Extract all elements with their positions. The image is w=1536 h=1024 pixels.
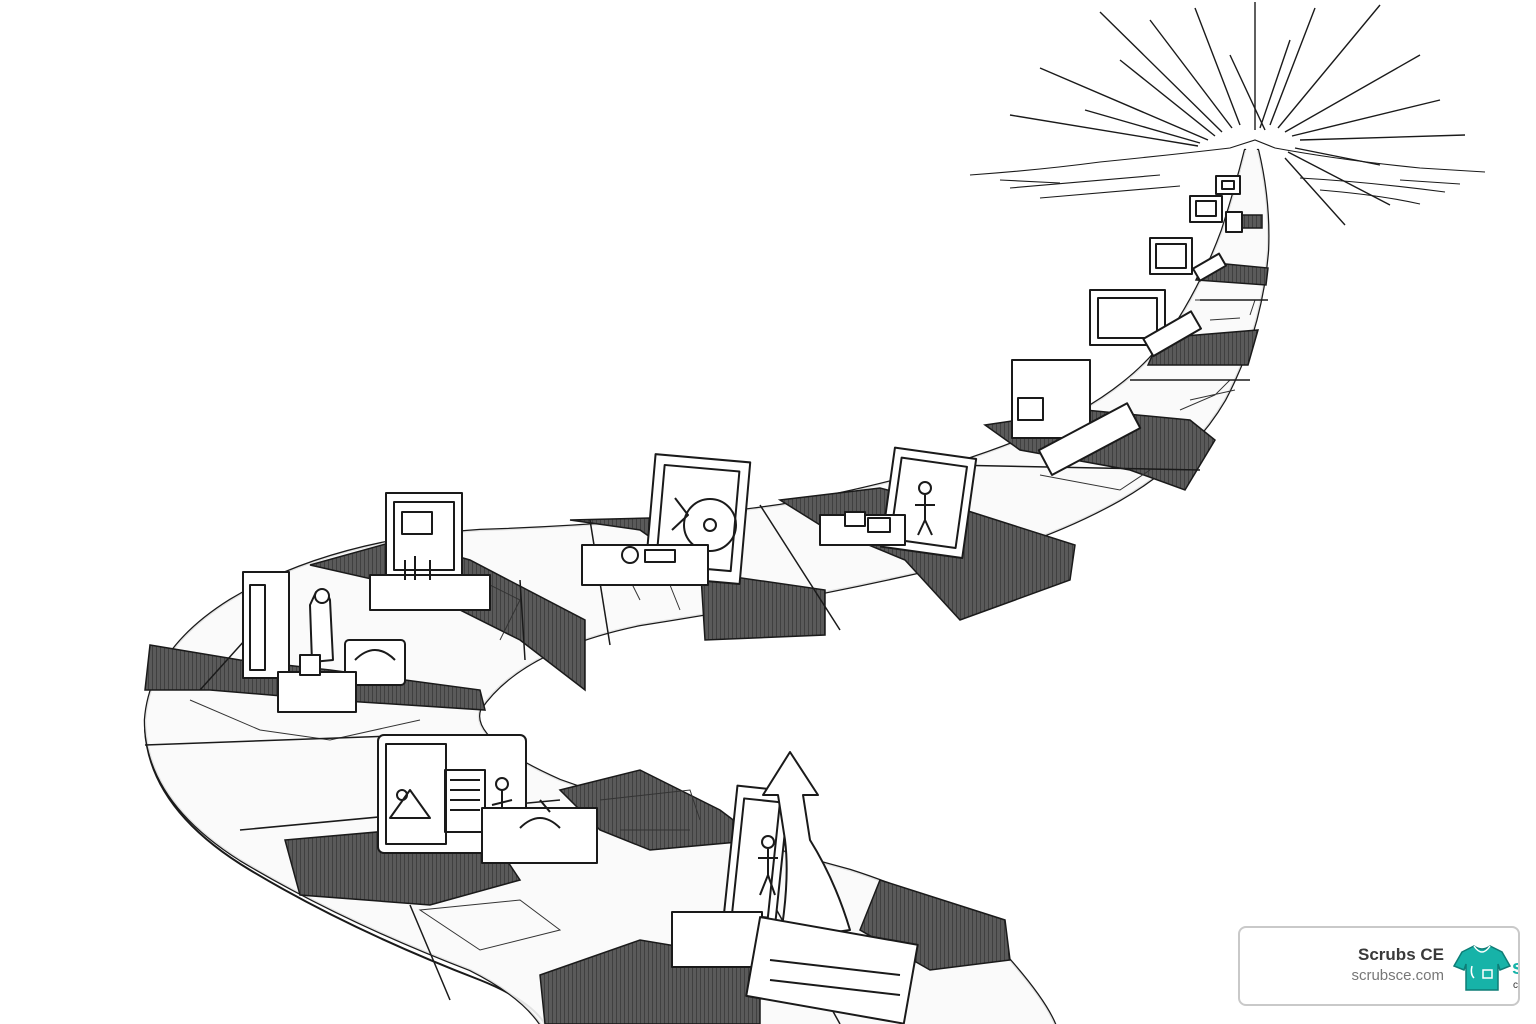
cpu-tower-station [1011, 359, 1142, 476]
brand-name: Scrubs CE [1358, 945, 1444, 964]
svg-text:c: c [1513, 980, 1518, 991]
device-stations [242, 175, 1243, 1024]
arrow-monument-station [671, 751, 919, 1024]
scrubs-shirt-icon: s c [1452, 945, 1520, 991]
svg-text:s: s [1512, 957, 1520, 979]
tower-figure-station [242, 571, 406, 713]
monitor-wheel-station [581, 453, 752, 586]
scrubs-ce-watermark[interactable]: Scrubs CE scrubsce.com s c [1238, 926, 1520, 1006]
brand-url: scrubsce.com [1351, 967, 1444, 984]
monitor-toolbox-station [369, 492, 491, 611]
horizon-hills [969, 139, 1486, 205]
monitor-distant-2 [1189, 195, 1243, 233]
monitor-4 [1089, 289, 1202, 358]
large-box-station [377, 734, 598, 864]
monitor-distant-1 [1215, 175, 1241, 195]
monitor-distant-3 [1149, 237, 1227, 282]
monitor-person-station [819, 446, 978, 560]
